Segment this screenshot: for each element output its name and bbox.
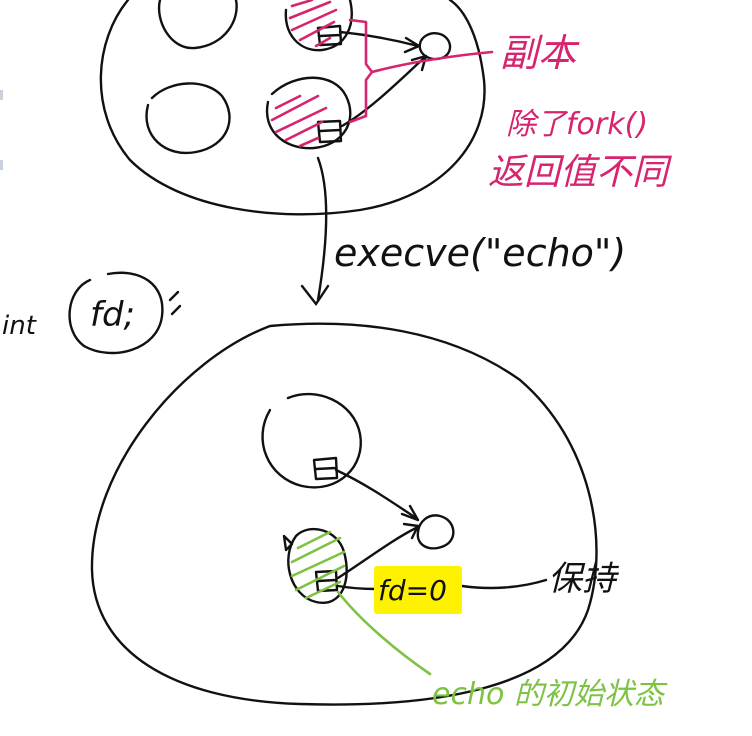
bottom-arrow-upper: [334, 468, 418, 520]
page-left-edge: [0, 0, 3, 736]
green-hatch: [290, 530, 346, 600]
bottom-green-marks: [290, 530, 432, 676]
top-bracket-pointer: [370, 50, 494, 74]
bottom-fd-line: [336, 584, 378, 591]
top-process-blob: [99, 0, 486, 216]
fd-declaration-circle: [68, 271, 182, 355]
top-process: [99, 0, 486, 216]
top-fd-box-lower: [316, 119, 343, 144]
fd-eq-highlight: [374, 566, 462, 614]
label-fuben: 副本: [500, 31, 580, 75]
top-fd-box-upper: [316, 24, 343, 47]
top-arrow-upper-head: [403, 36, 421, 54]
bottom-file-circle: [287, 527, 348, 605]
bottom-arrow-lower: [336, 526, 418, 580]
top-magenta-marks: [270, 0, 494, 148]
cursor-mark: [282, 534, 294, 552]
top-file-circle-lower: [265, 76, 352, 150]
execve-arrow: [300, 156, 330, 307]
execve-arrow-head: [300, 284, 330, 307]
execve-arrow-shaft: [316, 156, 328, 302]
bottom-empty-circle: [261, 392, 363, 489]
label-fd-decl: fd;: [90, 295, 135, 335]
baochi-connector: [460, 578, 548, 590]
bottom-process: [90, 322, 598, 706]
label-echo-state: echo 的初始状态: [432, 677, 668, 712]
top-hatch-lower: [270, 94, 328, 148]
label-chule-fork: 除了fork(): [506, 107, 648, 142]
top-empty-circle-upper: [157, 0, 238, 50]
bottom-fd-box-lower: [314, 569, 339, 593]
bottom-arrow-lower-head: [402, 522, 420, 540]
label-baochi: 保持: [548, 559, 620, 599]
top-arrow-lower-head: [410, 54, 428, 72]
green-pointer: [336, 590, 432, 676]
top-arrow-upper: [338, 30, 420, 48]
label-fanhuizhi: 返回值不同: [488, 152, 672, 193]
label-fd-eq: fd=0: [378, 574, 447, 607]
label-fd-prefix: int: [2, 311, 37, 341]
bottom-fd-box-upper: [312, 456, 339, 481]
bottom-target-circle: [416, 514, 455, 550]
bottom-arrow-upper-head: [400, 504, 420, 522]
top-hatch-upper: [288, 0, 338, 48]
top-target-circle: [418, 32, 452, 61]
bottom-process-blob: [90, 322, 598, 706]
label-execve: execve("echo"): [334, 231, 626, 275]
top-empty-circle-lower: [145, 82, 231, 155]
